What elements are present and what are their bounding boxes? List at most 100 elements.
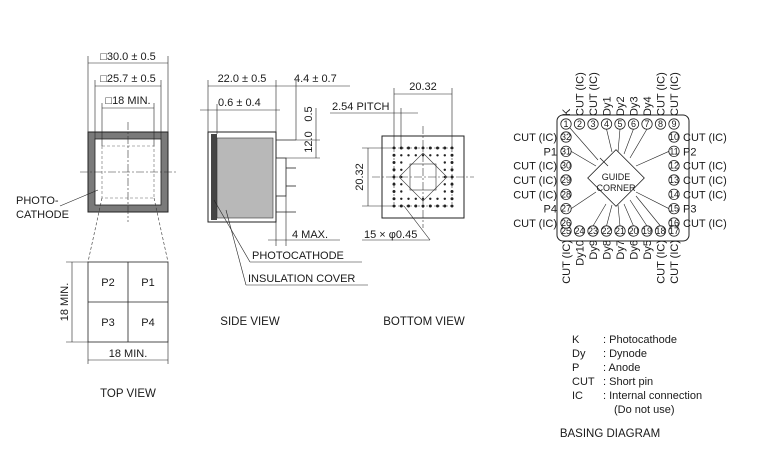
top-dim-inner: □18 MIN. — [105, 95, 150, 107]
bottom-dim-pitch: 2.54 PITCH — [332, 101, 390, 113]
basing-pin-label: Dy6 — [629, 240, 641, 260]
bottom-pin-dot — [392, 182, 396, 186]
basing-pin: 17 — [668, 225, 680, 237]
anode-p4-label: P4 — [141, 317, 154, 329]
bottom-pin-dot — [443, 168, 446, 171]
side-dim-length: 22.0 ± 0.5 — [218, 73, 267, 85]
photocathode-label-line1: PHOTO- — [16, 195, 59, 207]
side-view-photocathode — [211, 134, 217, 220]
basing-pin-label: CUT (IC) — [683, 161, 727, 173]
bottom-dim-pins: 15 × φ0.45 — [364, 229, 417, 241]
basing-pin-label: CUT (IC) — [575, 72, 587, 116]
side-dim-gap: 0.6 ± 0.4 — [218, 97, 261, 109]
bottom-pin-dot — [443, 175, 446, 179]
guide-text-2: CORNER — [596, 183, 636, 193]
basing-pin-label: CUT (IC) — [513, 218, 557, 230]
basing-pin: 23 — [587, 225, 599, 237]
bottom-view: 20.32 2.54 PITCH 20.32 15 × φ0.45 BOTTOM… — [330, 81, 474, 328]
legend-abbr-p: P — [572, 362, 579, 374]
basing-pin-number: 5 — [617, 119, 622, 129]
basing-pin-label: CUT (IC) — [513, 189, 557, 201]
bottom-pin-dot — [421, 197, 425, 200]
basing-pin-number: 9 — [671, 119, 676, 129]
basing-pin: 26 — [560, 217, 572, 229]
basing-pin-number: 15 — [669, 204, 679, 214]
basing-pin-number: 29 — [561, 175, 571, 185]
basing-pin-label: CUT (IC) — [683, 175, 727, 187]
basing-pin-number: 22 — [601, 226, 611, 236]
basing-pin: 21 — [614, 225, 626, 237]
basing-lead — [629, 199, 648, 227]
bottom-pin-dot — [428, 204, 432, 208]
basing-pin: 13 — [668, 174, 680, 186]
basing-pin-number: 26 — [561, 218, 571, 228]
basing-pin-number: 24 — [574, 226, 584, 236]
side-photocathode-label: PHOTOCATHODE — [252, 250, 344, 262]
bottom-pin-dot — [436, 154, 439, 157]
bottom-pin-dot — [392, 190, 396, 193]
side-dim-4max: 4 MAX. — [292, 229, 328, 241]
basing-pin-label: CUT (IC) — [683, 218, 727, 230]
bottom-pin-dot — [400, 175, 403, 179]
basing-pin-label: Dy1 — [602, 96, 614, 116]
anode-p1-label: P1 — [141, 277, 154, 289]
bottom-pin-dot — [400, 183, 403, 186]
bottom-pin-dot — [429, 154, 432, 157]
basing-pin-number: 32 — [561, 132, 571, 142]
basing-pin-number: 13 — [669, 175, 679, 185]
bottom-dim-height: 20.32 — [354, 163, 366, 191]
basing-pin-label: CUT (IC) — [588, 72, 600, 116]
basing-pin: 24 — [573, 225, 586, 237]
bottom-pin-dot — [392, 197, 396, 201]
basing-pin: 15 — [668, 203, 680, 215]
basing-pin-number: 21 — [615, 226, 625, 236]
basing-pin-label: P2 — [683, 146, 696, 158]
basing-pin: 1 — [560, 118, 572, 130]
bottom-pin-dot — [421, 146, 425, 150]
basing-pin: 12 — [668, 160, 680, 172]
side-view-base — [275, 157, 287, 197]
side-view-insulation — [216, 137, 274, 219]
basing-leads — [569, 127, 670, 227]
basing-pin-number: 23 — [588, 226, 598, 236]
basing-pin: 5 — [614, 118, 626, 130]
basing-pin-number: 16 — [669, 218, 679, 228]
bottom-pin-dot — [392, 161, 396, 164]
basing-pin: 11 — [668, 145, 680, 157]
bottom-pin-dot — [450, 204, 454, 208]
basing-lead — [617, 204, 621, 227]
basing-pin-label: CUT (IC) — [669, 72, 681, 116]
basing-pin-label: Dy2 — [615, 96, 627, 116]
guide-text-1: GUIDE — [602, 172, 631, 182]
basing-pin-number: 31 — [561, 146, 571, 156]
bottom-pin-dot — [400, 161, 403, 164]
basing-pin: 10 — [668, 131, 680, 143]
legend-desc-dy: : Dynode — [603, 348, 647, 360]
basing-pin-number: 20 — [628, 226, 638, 236]
basing-lead — [592, 203, 607, 227]
bottom-pin-dot — [443, 146, 447, 150]
top-dim-mid: □25.7 ± 0.5 — [100, 73, 156, 85]
basing-pin-label: CUT (IC) — [513, 175, 557, 187]
bottom-pin-dot — [443, 197, 446, 200]
bottom-pin-dot — [450, 197, 454, 201]
bottom-pin-dot — [414, 204, 418, 208]
basing-pin: 31 — [560, 145, 572, 157]
bottom-pin-dot — [400, 190, 403, 193]
anode-dim-left: 18 MIN. — [59, 283, 71, 322]
side-view: 22.0 ± 0.5 4.4 ± 0.7 0.6 ± 0.4 12.0 0.5 … — [200, 73, 368, 328]
basing-pin: 16 — [668, 217, 680, 229]
top-view-caption: TOP VIEW — [100, 388, 156, 400]
side-insulation-label: INSULATION COVER — [248, 273, 355, 285]
basing-lead — [635, 151, 670, 167]
photocathode-label-line2: CATHODE — [16, 209, 69, 221]
basing-pin: 32 — [560, 131, 572, 143]
basing-pin-label: Dy5 — [642, 240, 654, 260]
basing-pin-label: CUT (IC) — [669, 240, 681, 284]
bottom-pin-dot — [450, 190, 454, 193]
bottom-view-body — [381, 135, 465, 219]
basing-pin: 18 — [654, 225, 667, 237]
bottom-pin-dot — [414, 146, 418, 150]
basing-pin: 28 — [560, 188, 572, 200]
